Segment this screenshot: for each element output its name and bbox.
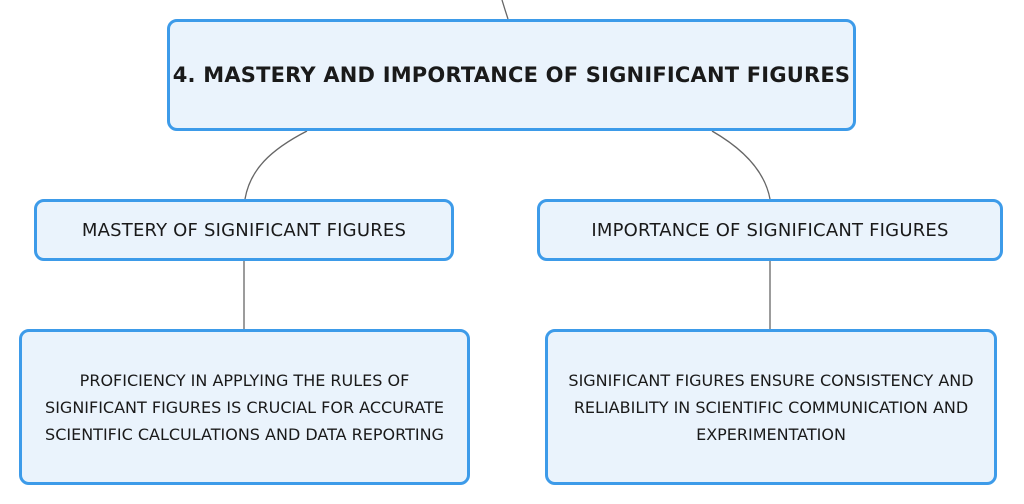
importance-topic-label: IMPORTANCE OF SIGNIFICANT FIGURES (591, 219, 949, 241)
mastery-detail-node[interactable]: PROFICIENCY IN APPLYING THE RULES OF SIG… (19, 329, 470, 485)
connector-root-to-importance (711, 130, 771, 200)
mastery-detail-text: PROFICIENCY IN APPLYING THE RULES OF SIG… (45, 370, 444, 444)
importance-detail-node[interactable]: SIGNIFICANT FIGURES ENSURE CONSISTENCY A… (545, 329, 997, 485)
connector-root-to-mastery (244, 130, 308, 200)
root-topic-node[interactable]: 4. MASTERY AND IMPORTANCE OF SIGNIFICANT… (167, 19, 856, 131)
importance-detail-text: SIGNIFICANT FIGURES ENSURE CONSISTENCY A… (568, 370, 974, 444)
mastery-topic-label: MASTERY OF SIGNIFICANT FIGURES (81, 219, 407, 241)
root-topic-label: 4. MASTERY AND IMPORTANCE OF SIGNIFICANT… (172, 63, 851, 87)
importance-topic-node[interactable]: IMPORTANCE OF SIGNIFICANT FIGURES (537, 199, 1003, 261)
connector-parent-to-root (501, 0, 509, 20)
mastery-topic-node[interactable]: MASTERY OF SIGNIFICANT FIGURES (34, 199, 454, 261)
